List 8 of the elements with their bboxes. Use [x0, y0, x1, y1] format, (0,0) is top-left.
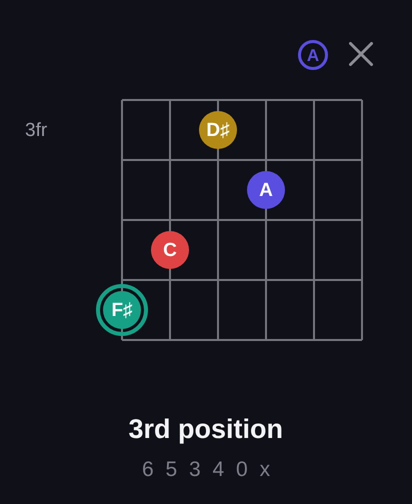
fret-number: 3fr	[25, 121, 48, 140]
note-dot: D♯	[199, 111, 237, 149]
root-note-dot: F♯	[96, 284, 148, 336]
note-dot: C	[151, 231, 189, 269]
note-dot: A	[247, 171, 285, 209]
note-name-toggle: A	[298, 40, 328, 70]
string-fret-numbers: 6 5 3 4 0 x	[142, 459, 274, 480]
chord-position-title: 3rd position	[128, 416, 283, 443]
